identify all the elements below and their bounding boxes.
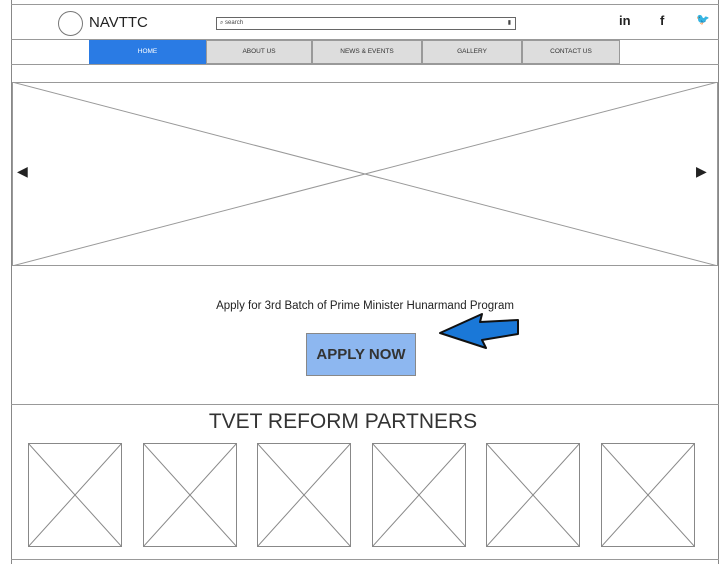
- nav-news-events[interactable]: NEWS & EVENTS: [312, 40, 422, 64]
- logo-icon[interactable]: [58, 11, 83, 36]
- partner-logo-placeholder[interactable]: [371, 443, 466, 547]
- divider: [11, 404, 719, 405]
- divider: [11, 559, 719, 560]
- facebook-icon[interactable]: f: [660, 13, 665, 28]
- nav-home[interactable]: HOME: [89, 40, 206, 64]
- logo-text[interactable]: NAVTTC: [89, 14, 148, 31]
- partner-logo-placeholder[interactable]: [601, 443, 695, 547]
- apply-now-button[interactable]: APPLY NOW: [306, 333, 416, 376]
- partner-logo-placeholder[interactable]: [257, 443, 352, 547]
- search-placeholder: search: [225, 20, 244, 26]
- banner-image-placeholder: [12, 82, 718, 266]
- linkedin-icon[interactable]: in: [619, 13, 631, 28]
- partners-title: TVET REFORM PARTNERS: [208, 410, 478, 433]
- search-icon: ⌕: [220, 20, 226, 26]
- arrow-pointer-icon: [439, 313, 519, 349]
- divider: [11, 39, 719, 40]
- carousel-next-icon[interactable]: ▶: [696, 163, 707, 179]
- partner-logo-placeholder[interactable]: [486, 443, 581, 547]
- apply-announcement: Apply for 3rd Batch of Prime Minister Hu…: [216, 300, 514, 312]
- page-frame: [11, 0, 719, 564]
- carousel-prev-icon[interactable]: ◀: [17, 163, 28, 179]
- nav-contact-us[interactable]: CONTACT US: [522, 40, 620, 64]
- divider: [11, 4, 719, 5]
- partner-logo-placeholder[interactable]: [142, 443, 237, 547]
- partner-logo-placeholder[interactable]: [28, 443, 122, 547]
- search-input[interactable]: ⌕ search ▮: [216, 17, 516, 30]
- mic-icon[interactable]: ▮: [507, 20, 511, 26]
- nav-about-us[interactable]: ABOUT US: [206, 40, 312, 64]
- divider: [11, 64, 719, 65]
- nav-gallery[interactable]: GALLERY: [422, 40, 522, 64]
- twitter-icon[interactable]: 🐦: [696, 14, 710, 26]
